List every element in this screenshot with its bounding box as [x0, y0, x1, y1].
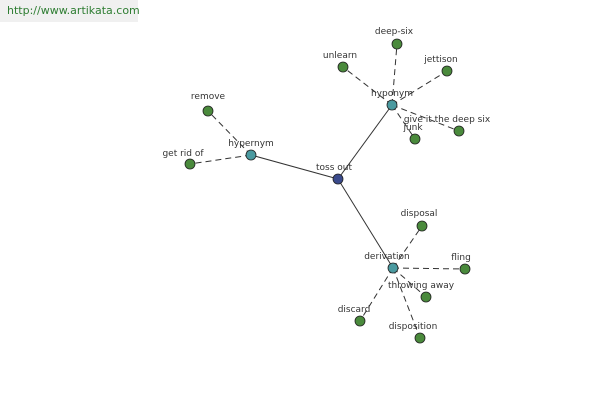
node-dot-jettison[interactable]	[441, 65, 453, 77]
graph-nodes: toss out hypernym hyponym derivation remove g…	[162, 27, 491, 344]
edge-hyponym-jettison	[391, 70, 448, 106]
node-dot-junk[interactable]	[409, 133, 421, 145]
node-dot-derivation[interactable]	[387, 262, 399, 274]
node-throwing-away[interactable]: throwing away	[388, 281, 455, 303]
node-label-deep-six: deep-six	[375, 27, 414, 37]
node-get-rid-of[interactable]: get rid of	[162, 149, 204, 170]
node-label-jettison: jettison	[423, 55, 458, 65]
edge-derivation-disposal	[392, 225, 423, 269]
node-label-get-rid-of: get rid of	[162, 149, 204, 159]
node-label-junk: junk	[402, 123, 423, 133]
node-dot-throwing-away[interactable]	[420, 291, 432, 303]
node-dot-disposal[interactable]	[416, 220, 428, 232]
node-junk[interactable]: junk	[402, 123, 423, 145]
node-hypernym-left[interactable]: hypernym	[228, 139, 274, 161]
node-derivation[interactable]: derivation	[364, 252, 410, 274]
edge-derivation-fling	[392, 267, 466, 270]
node-dot-toss-out[interactable]	[332, 173, 344, 185]
node-disposal[interactable]: disposal	[401, 209, 438, 232]
edge-toss-out-hypernym-left	[250, 154, 339, 180]
node-label-fling: fling	[451, 253, 471, 263]
node-label-disposition: disposition	[389, 322, 438, 332]
edge-toss-out-hyponym	[337, 104, 393, 180]
node-dot-disposition[interactable]	[414, 332, 426, 344]
graph-edges	[189, 43, 466, 339]
node-fling[interactable]: fling	[451, 253, 471, 275]
node-deep-six[interactable]: deep-six	[375, 27, 414, 50]
node-dot-get-rid-of[interactable]	[184, 158, 196, 170]
node-label-give-the-deep-six: give it the deep six	[404, 115, 491, 125]
node-toss-out[interactable]: toss out	[316, 163, 352, 185]
node-disposition[interactable]: disposition	[389, 322, 438, 344]
node-label-hyponym: hyponym	[371, 89, 413, 99]
edge-hyponym-junk	[391, 104, 416, 140]
node-label-remove: remove	[191, 92, 226, 102]
node-dot-remove[interactable]	[202, 105, 214, 117]
node-dot-hypernym-left[interactable]	[245, 149, 257, 161]
node-discard[interactable]: discard	[338, 305, 371, 327]
edge-derivation-disposition	[392, 267, 421, 339]
edge-toss-out-derivation	[337, 178, 394, 269]
node-unlearn[interactable]: unlearn	[323, 51, 357, 73]
edge-hypernym-left-remove	[207, 110, 252, 156]
node-label-derivation: derivation	[364, 252, 410, 262]
node-dot-give-the-deep-six[interactable]	[453, 125, 465, 137]
node-dot-discard[interactable]	[354, 315, 366, 327]
node-hyponym[interactable]: hyponym	[371, 89, 413, 111]
edge-hyponym-give-the-deep-six	[391, 104, 460, 132]
edge-hypernym-left-get-rid-of	[189, 154, 252, 165]
node-dot-deep-six[interactable]	[391, 38, 403, 50]
node-label-throwing-away: throwing away	[388, 281, 455, 291]
watermark-url: http://www.artikata.com	[0, 0, 140, 22]
node-label-disposal: disposal	[401, 209, 438, 219]
node-jettison[interactable]: jettison	[423, 55, 458, 77]
node-label-hypernym-left: hypernym	[228, 139, 274, 149]
edge-derivation-discard	[359, 267, 394, 322]
edge-hyponym-unlearn	[342, 66, 393, 106]
node-label-discard: discard	[338, 305, 371, 315]
edge-derivation-throwing-away	[392, 267, 427, 298]
node-remove[interactable]: remove	[191, 92, 226, 117]
node-dot-unlearn[interactable]	[337, 61, 349, 73]
edge-hyponym-deep-six	[391, 43, 398, 106]
node-give-the-deep-six[interactable]: give it the deep six	[404, 115, 491, 137]
node-dot-hyponym[interactable]	[386, 99, 398, 111]
node-label-toss-out: toss out	[316, 163, 352, 173]
node-label-unlearn: unlearn	[323, 51, 357, 61]
node-dot-fling[interactable]	[459, 263, 471, 275]
